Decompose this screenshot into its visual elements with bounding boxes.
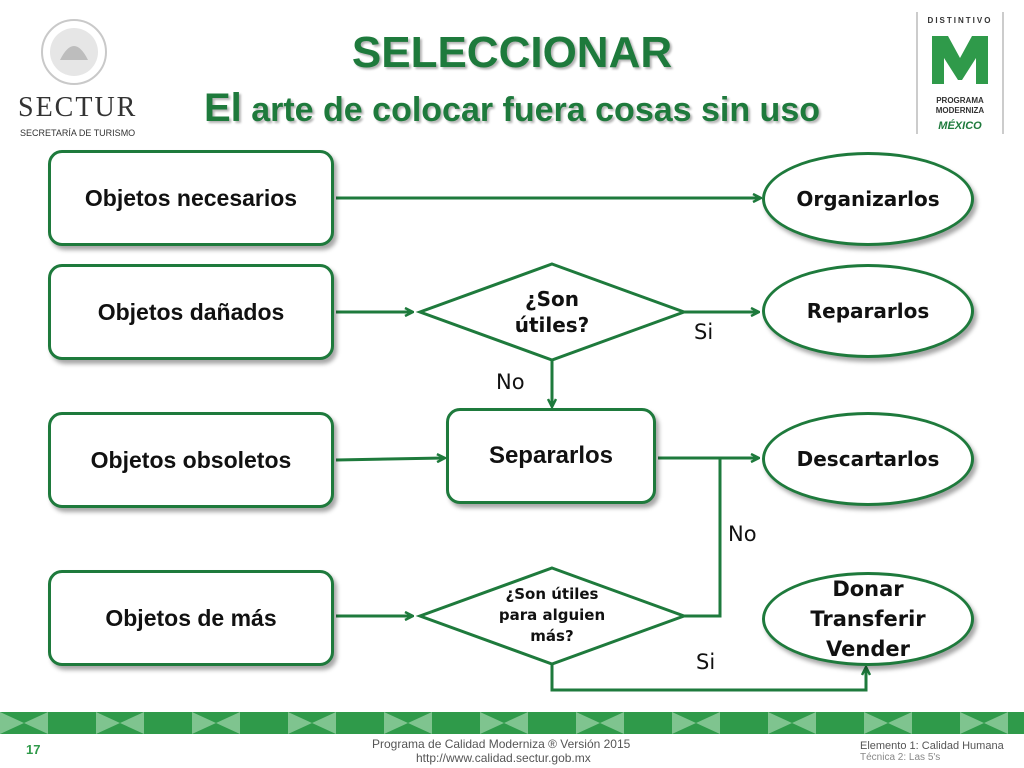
box-separarlos: Separarlos [446,408,656,504]
footer-band [0,712,1024,734]
box-objetos-obsoletos: Objetos obsoletos [48,412,334,508]
badge-programa: PROGRAMA [936,96,984,105]
ellipse-donar: Donar Transferir Vender [762,572,974,666]
decision-diamond-1 [415,262,689,362]
arrow-obsoletos-separar [335,458,444,460]
label-no-1: No [496,370,525,394]
sectur-wordmark: SECTUR [18,92,138,123]
page-subtitle: El arte de colocar fuera cosas sin uso [0,86,1024,131]
box-objetos-necesarios: Objetos necesarios [48,150,334,246]
page-title: SELECCIONAR [351,28,673,77]
sectur-subtitle: SECRETARÍA DE TURISMO [20,128,136,138]
decision2-text: ¿Son útiles para alguien más? [498,585,606,645]
footer-center-line1: Programa de Calidad Moderniza ® Versión … [372,737,631,751]
box-objetos-danados: Objetos dañados [48,264,334,360]
decision-diamond-2 [415,566,689,666]
moderniza-badge: DISTINTIVO PROGRAMA MODERNIZA MÉXICO [916,12,1004,134]
footer-right-line1: Elemento 1: Calidad Humana [860,740,1004,752]
footer-right-line2: Técnica 2: Las 5's [860,752,941,763]
label-si-2: Si [696,650,716,674]
decision1-text: ¿Son útiles? [514,287,590,337]
ellipse-organizarlos: Organizarlos [762,152,974,246]
arrow-decision2-descartar [684,458,722,618]
moderniza-m-icon [932,36,988,84]
label-si-1: Si [694,320,714,344]
footer-center-line2: http://www.calidad.sectur.gob.mx [416,751,591,765]
ellipse-repararlos: Repararlos [762,264,974,358]
sectur-logo: SECTUR SECRETARÍA DE TURISMO [14,10,138,140]
badge-top-text: DISTINTIVO [927,16,993,25]
ellipse-descartarlos: Descartarlos [762,412,974,506]
page-number: 17 [26,742,41,757]
subtitle-rest: arte de colocar fuera cosas sin uso [251,91,821,129]
label-no-2: No [728,522,757,546]
subtitle-first-word: El [203,86,242,130]
badge-moderniza: MODERNIZA [935,106,985,115]
arrow-decision2-donar [550,664,866,692]
coat-of-arms-icon [41,19,107,85]
box-objetos-de-mas: Objetos de más [48,570,334,666]
badge-mexico: MÉXICO [938,120,982,132]
